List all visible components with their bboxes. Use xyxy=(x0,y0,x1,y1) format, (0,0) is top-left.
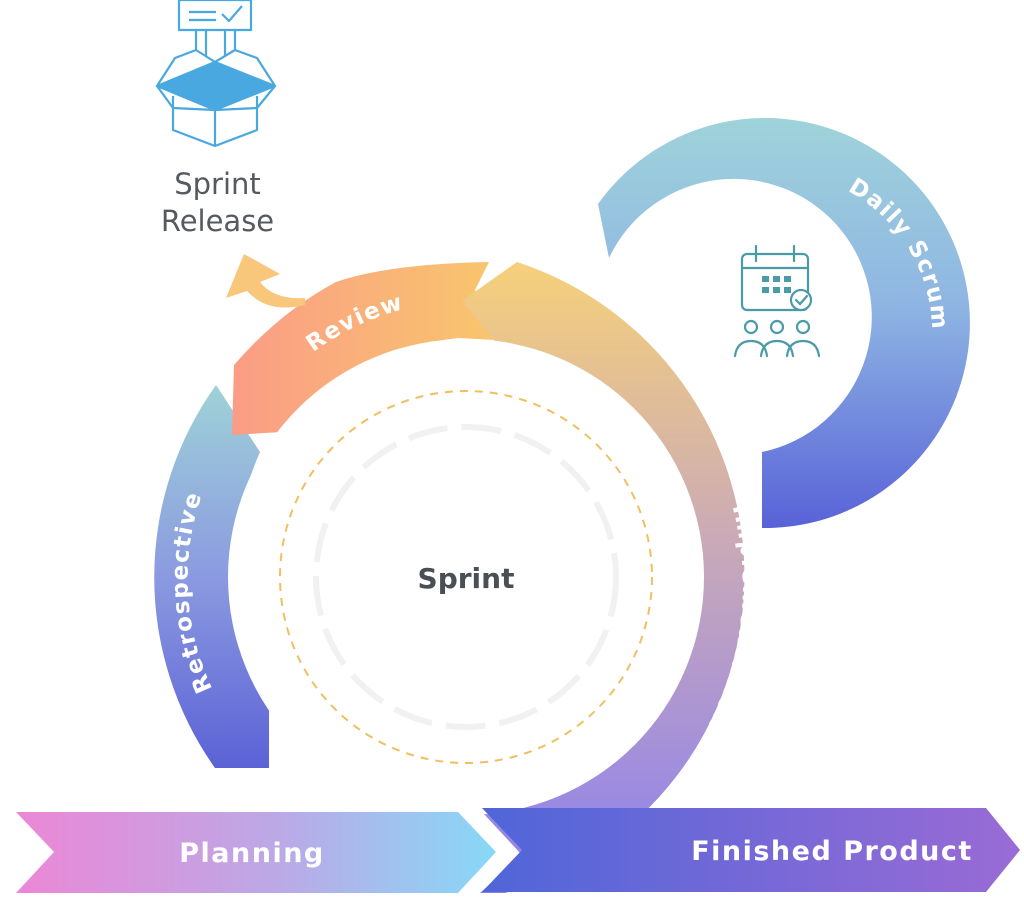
release-line-2: Release xyxy=(160,204,275,238)
retrospective-arc xyxy=(154,385,269,768)
review-arc xyxy=(232,262,496,435)
release-line-1: Sprint xyxy=(174,167,261,201)
planning-label: Planning xyxy=(179,838,325,869)
center-decoration xyxy=(313,424,619,730)
sprint-center-label: Sprint xyxy=(418,562,515,595)
implementation-arc xyxy=(462,262,745,893)
release-arrow xyxy=(226,254,305,308)
sprint-dashed-circle xyxy=(279,390,653,764)
calendar-team-icon xyxy=(733,244,821,358)
box-with-document-icon xyxy=(155,0,277,148)
daily-scrum-arc xyxy=(598,118,970,529)
finished-product-chevron xyxy=(482,808,1020,892)
planning-chevron xyxy=(16,812,496,893)
sprint-center-disk xyxy=(228,339,704,815)
sprint-release-label: Sprint Release xyxy=(135,166,300,240)
finished-product-label: Finished Product xyxy=(691,836,973,867)
